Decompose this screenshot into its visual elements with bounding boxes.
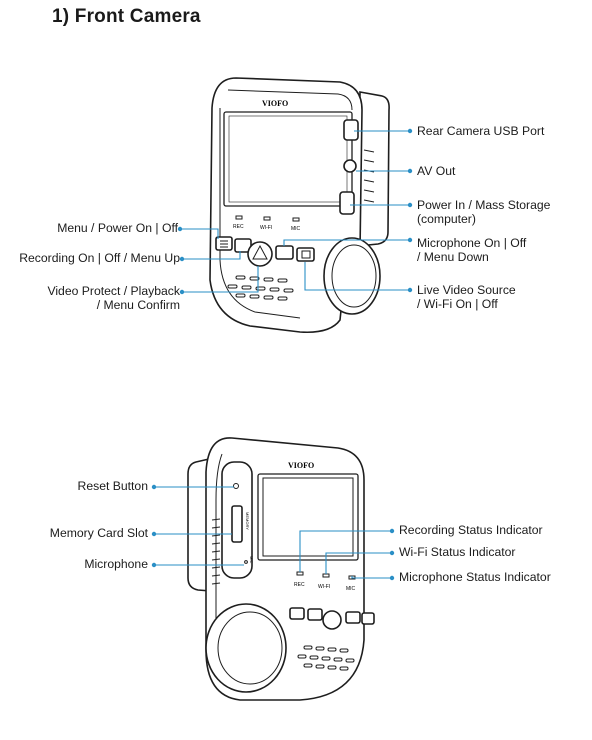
side-mic-label: MIC	[346, 586, 356, 592]
label-mic-status: Microphone Status Indicator	[399, 570, 551, 584]
label-menu-power: Menu / Power On | Off	[57, 221, 178, 235]
label-rear-usb: Rear Camera USB Port	[417, 124, 545, 138]
label-reset-button: Reset Button	[77, 479, 148, 493]
front-leaders	[177, 128, 413, 295]
brand-logo-front: VIOFO	[262, 99, 288, 108]
label-recording: Recording On | Off / Menu Up	[19, 251, 180, 265]
section-title: 1) Front Camera	[52, 6, 201, 27]
label-microphone: Microphone	[84, 557, 148, 571]
svg-text:MIC: MIC	[249, 556, 254, 563]
label-microphone-onoff: Microphone On | Off / Menu Down	[417, 236, 527, 264]
label-recording-status: Recording Status Indicator	[399, 523, 543, 537]
av-out-port[interactable]	[343, 159, 357, 173]
label-memory-card-slot: Memory Card Slot	[49, 526, 148, 540]
label-power-in: Power In / Mass Storage (computer)	[417, 198, 551, 226]
brand-logo-side: VIOFO	[288, 461, 314, 470]
label-av-out: AV Out	[417, 164, 456, 178]
side-screen	[257, 473, 359, 561]
screen	[223, 111, 353, 207]
rec-led-label: REC	[233, 224, 244, 230]
rear-usb-port[interactable]	[343, 119, 359, 141]
label-live-video: Live Video Source / Wi-Fi On | Off	[417, 283, 516, 311]
side-leaders	[151, 484, 395, 581]
power-port[interactable]	[339, 191, 355, 215]
mic-button[interactable]	[275, 245, 294, 260]
label-wifi-status: Wi-Fi Status Indicator	[399, 545, 516, 559]
front-round-grille	[323, 237, 381, 315]
wifi-led-label: WI-FI	[260, 225, 272, 231]
svg-text:MEMORY: MEMORY	[245, 512, 250, 530]
memory-card-slot[interactable]	[231, 505, 243, 543]
protect-button[interactable]	[247, 241, 273, 267]
microphone-hole	[244, 560, 248, 564]
mic-led-label: MIC	[291, 226, 301, 232]
live-wifi-button[interactable]	[296, 247, 315, 262]
side-wifi-label: WI-FI	[318, 584, 330, 590]
side-round-grille	[205, 603, 287, 693]
reset-button[interactable]	[233, 483, 239, 489]
label-video-protect: Video Protect / Playback / Menu Confirm	[47, 284, 180, 312]
side-rec-label: REC	[294, 582, 305, 588]
